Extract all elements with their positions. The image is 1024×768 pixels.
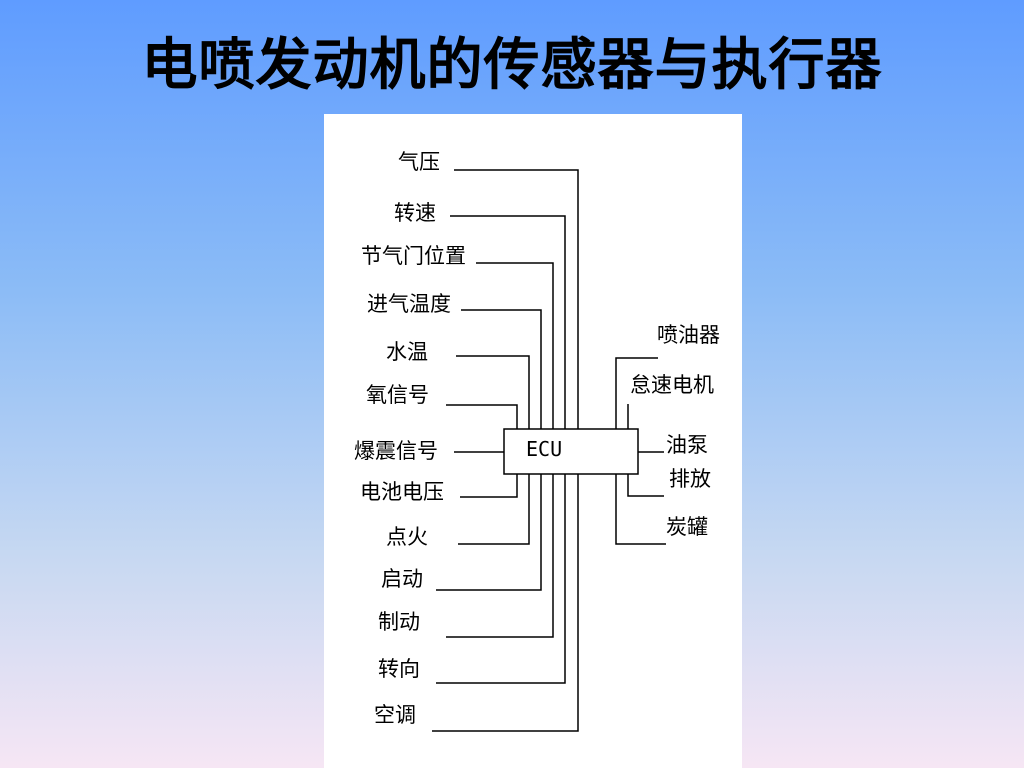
sensor-line (446, 404, 518, 429)
sensor-label: 点火 (386, 525, 428, 549)
sensor-line (460, 474, 518, 498)
slide-title: 电喷发动机的传感器与执行器 (141, 32, 883, 98)
sensor-line (458, 474, 530, 545)
ecu-box (503, 428, 639, 475)
sensor-line (450, 215, 566, 429)
actuator-label: 炭罐 (666, 515, 708, 539)
actuator-line (615, 357, 658, 429)
sensor-label: 转速 (394, 201, 436, 225)
sensor-label: 氧信号 (366, 383, 429, 407)
sensor-label: 电池电压 (360, 480, 444, 504)
connection-lines (432, 169, 666, 732)
actuator-label: 喷油器 (657, 323, 720, 347)
sensor-label: 空调 (374, 703, 416, 727)
sensor-line (446, 474, 554, 638)
actuator-line (615, 474, 666, 545)
sensor-line (476, 262, 554, 429)
sensor-line (432, 474, 579, 732)
sensor-label: 制动 (378, 610, 420, 634)
diagram-panel: ECU 气压转速节气门位置进气温度水温氧信号爆震信号电池电压点火启动制动转向空调… (324, 114, 742, 768)
sensor-line (436, 474, 566, 684)
sensor-line (456, 355, 530, 429)
sensor-line (436, 474, 542, 591)
actuator-label: 排放 (669, 467, 711, 491)
ecu-label: ECU (526, 437, 562, 461)
sensor-label: 转向 (378, 657, 420, 681)
actuator-line (627, 474, 664, 497)
sensor-line (461, 309, 542, 429)
sensor-label: 节气门位置 (361, 244, 466, 268)
ecu-diagram: ECU 气压转速节气门位置进气温度水温氧信号爆震信号电池电压点火启动制动转向空调… (354, 150, 720, 732)
sensor-label: 爆震信号 (354, 439, 438, 463)
sensor-label: 水温 (386, 340, 428, 364)
sensor-line (454, 169, 579, 429)
sensor-label: 进气温度 (367, 292, 451, 316)
actuator-label: 怠速电机 (630, 373, 714, 397)
sensor-label: 气压 (398, 150, 440, 174)
actuator-label: 油泵 (666, 433, 708, 457)
sensor-label: 启动 (381, 567, 423, 591)
